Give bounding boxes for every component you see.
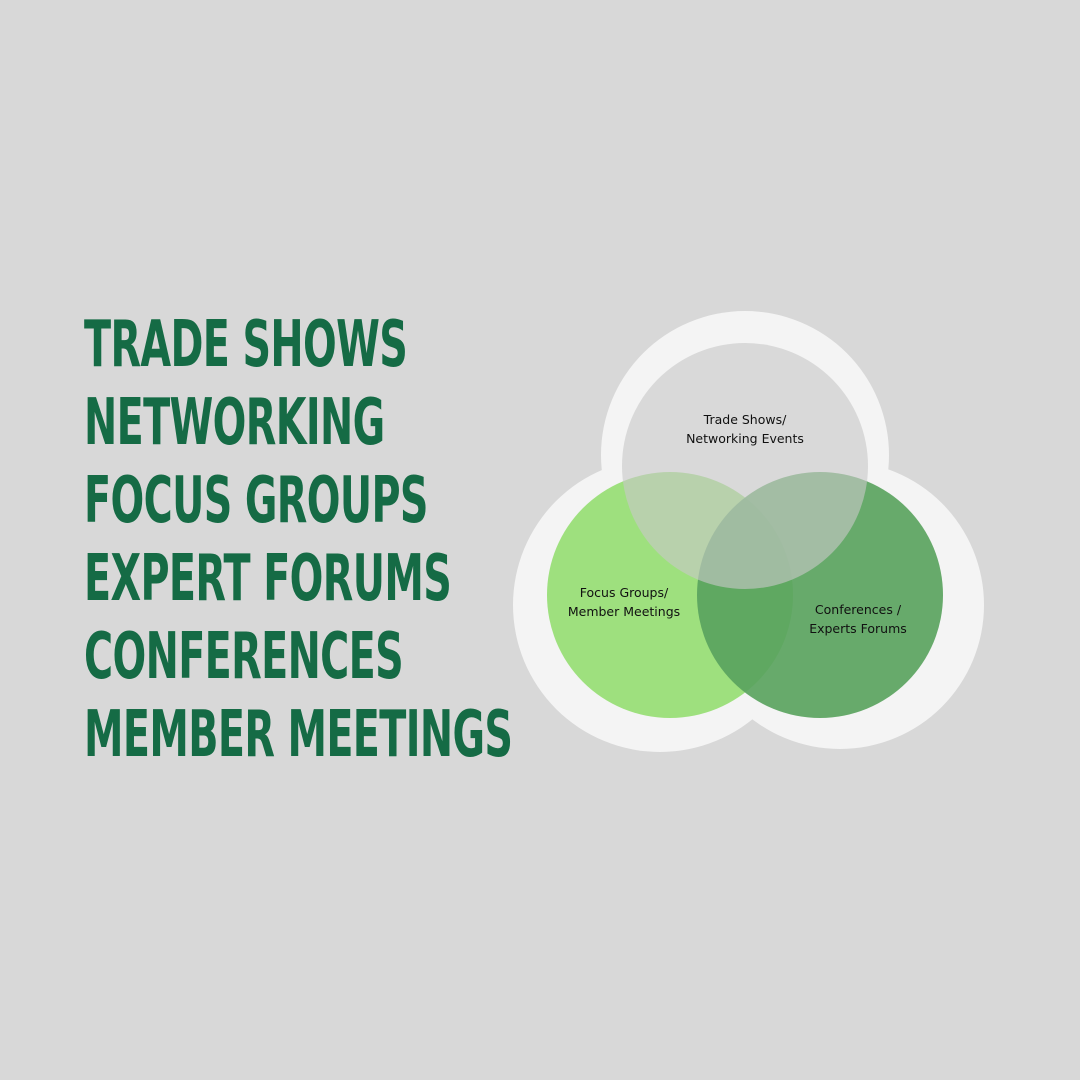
venn-label-left: Member Meetings (568, 604, 680, 619)
topic-list: TRADE SHOWS NETWORKING FOCUS GROUPS EXPE… (84, 306, 775, 774)
list-item: NETWORKING (84, 386, 385, 460)
venn-label-top: Trade Shows/ (703, 412, 787, 427)
list-item: FOCUS GROUPS (84, 464, 428, 538)
venn-label-right: Conferences / (815, 602, 902, 617)
venn-label-right: Experts Forums (809, 621, 907, 636)
venn-label-top: Networking Events (686, 431, 804, 446)
list-item: CONFERENCES (84, 620, 404, 694)
list-item: EXPERT FORUMS (84, 542, 452, 616)
venn-circle-top (622, 343, 868, 589)
list-item: TRADE SHOWS (84, 308, 408, 382)
venn-label-left: Focus Groups/ (580, 585, 669, 600)
list-item: MEMBER MEETINGS (84, 698, 513, 772)
